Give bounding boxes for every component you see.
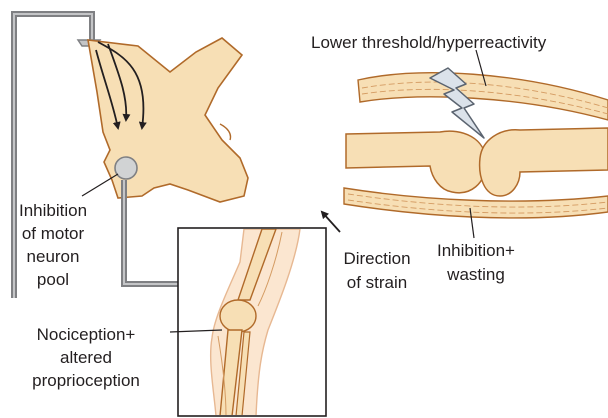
label-inhibition-motor-3: neuron [27, 247, 80, 266]
label-inhibition-motor-1: Inhibition [19, 201, 87, 220]
label-direction-strain-2: of strain [347, 273, 407, 292]
label-direction-strain-1: Direction [343, 249, 410, 268]
motor-neuron-pool [115, 157, 137, 179]
label-lower-threshold: Lower threshold/hyperreactivity [311, 33, 547, 52]
leader-line-motor [82, 174, 118, 196]
label-nociception-1: Nociception+ [37, 325, 136, 344]
label-nociception-2: altered [60, 348, 112, 367]
knee-joint-illustration [344, 73, 608, 218]
label-inhibition-motor-4: pool [37, 270, 69, 289]
label-inhibition-motor-2: of motor [22, 224, 85, 243]
label-inhibition-wasting-1: Inhibition+ [437, 241, 515, 260]
label-nociception-3: proprioception [32, 371, 140, 390]
label-inhibition-wasting-2: wasting [446, 265, 505, 284]
